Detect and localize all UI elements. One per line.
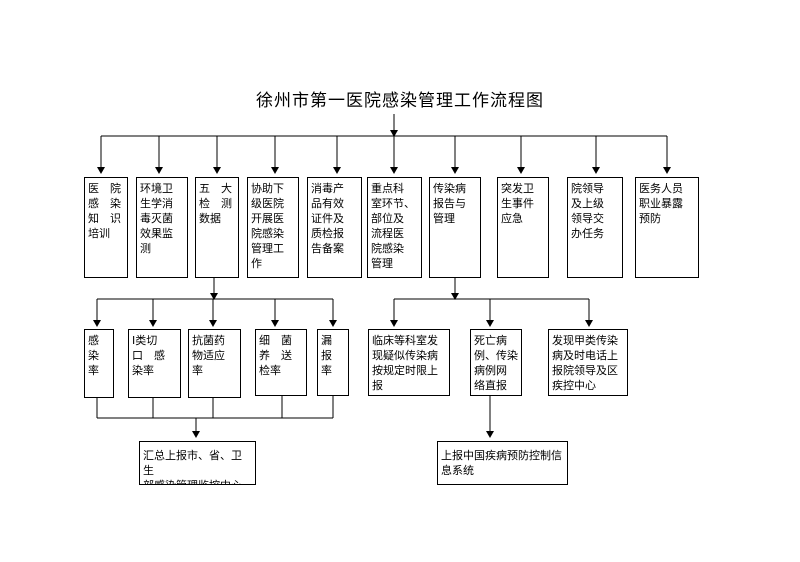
box-label: 突发卫 生事件 应急	[501, 182, 534, 225]
box-key-departments: 重点科 室环节、 部位及 流程医 院感染 管理	[367, 177, 422, 278]
box-label: 消毒产 品有效 证件及 质检报 告备案	[311, 182, 344, 255]
box-label: 环境卫 生学消 毒灭菌 效果监 测	[140, 182, 173, 255]
box-label: 传染病 报告与 管理	[433, 182, 466, 225]
box-label: 发现甲类传染 病及时电话上 报院领导及区 疾控中心	[552, 334, 618, 392]
box-class-a-phone-report: 发现甲类传染 病及时电话上 报院领导及区 疾控中心	[548, 329, 628, 396]
box-disinfection-products: 消毒产 品有效 证件及 质检报 告备案	[307, 177, 362, 278]
box-label: 上报中国疾病预防控制信 息系统	[441, 449, 562, 477]
box-five-testing-data: 五 大 检 测 数据	[195, 177, 239, 278]
box-cdc-information-system: 上报中国疾病预防控制信 息系统	[437, 441, 568, 485]
box-clinical-suspected-report: 临床等科室发 现疑似传染病 按规定时限上 报	[368, 329, 450, 396]
box-antibiotic-indication-rate: 抗菌药 物适应 率	[188, 329, 241, 398]
box-label: 院领导 及上级 领导交 办任务	[571, 182, 604, 240]
box-disinfection-monitoring: 环境卫 生学消 毒灭菌 效果监 测	[136, 177, 188, 278]
box-infectious-disease-report: 传染病 报告与 管理	[429, 177, 481, 278]
box-class1-incision-infection-rate: Ⅰ类切 口 感 染率	[128, 329, 181, 398]
box-infection-training: 医 院 感 染 知 识 培训	[84, 177, 128, 278]
box-label: 临床等科室发 现疑似传染病 按规定时限上 报	[372, 334, 438, 392]
box-label: 细 菌 养 送 检率	[259, 334, 292, 377]
box-missed-report-rate: 漏 报 率	[317, 329, 349, 396]
box-label: 医 院 感 染 知 识 培训	[88, 182, 121, 240]
box-label: 医务人员 职业暴露 预防	[639, 182, 683, 225]
box-label: 重点科 室环节、 部位及 流程医 院感染 管理	[371, 182, 415, 270]
box-death-case-direct-report: 死亡病 例、传染 病例网 络直报	[470, 329, 522, 396]
box-label: 协助下 级医院 开展医 院感染 管理工 作	[251, 182, 284, 270]
box-label: 漏 报 率	[321, 334, 332, 377]
box-label: 死亡病 例、传染 病例网 络直报	[474, 334, 518, 392]
box-leader-tasks: 院领导 及上级 领导交 办任务	[567, 177, 623, 278]
box-label: 抗菌药 物适应 率	[192, 334, 225, 377]
box-label: 汇总上报市、省、卫生 部感染管理监控中心	[143, 449, 242, 484]
box-bacterial-culture-rate: 细 菌 养 送 检率	[255, 329, 307, 396]
box-summary-report-monitoring-center: 汇总上报市、省、卫生 部感染管理监控中心	[139, 441, 256, 485]
box-infection-rate: 感 染 率	[84, 329, 114, 398]
box-assist-lower-hospitals: 协助下 级医院 开展医 院感染 管理工 作	[247, 177, 299, 278]
page-title: 徐州市第一医院感染管理工作流程图	[256, 91, 544, 111]
box-occupational-exposure: 医务人员 职业暴露 预防	[635, 177, 699, 278]
box-public-health-emergency: 突发卫 生事件 应急	[497, 177, 549, 278]
box-label: 感 染 率	[88, 334, 99, 377]
box-label: 五 大 检 测 数据	[199, 182, 232, 225]
box-label: Ⅰ类切 口 感 染率	[132, 334, 165, 377]
